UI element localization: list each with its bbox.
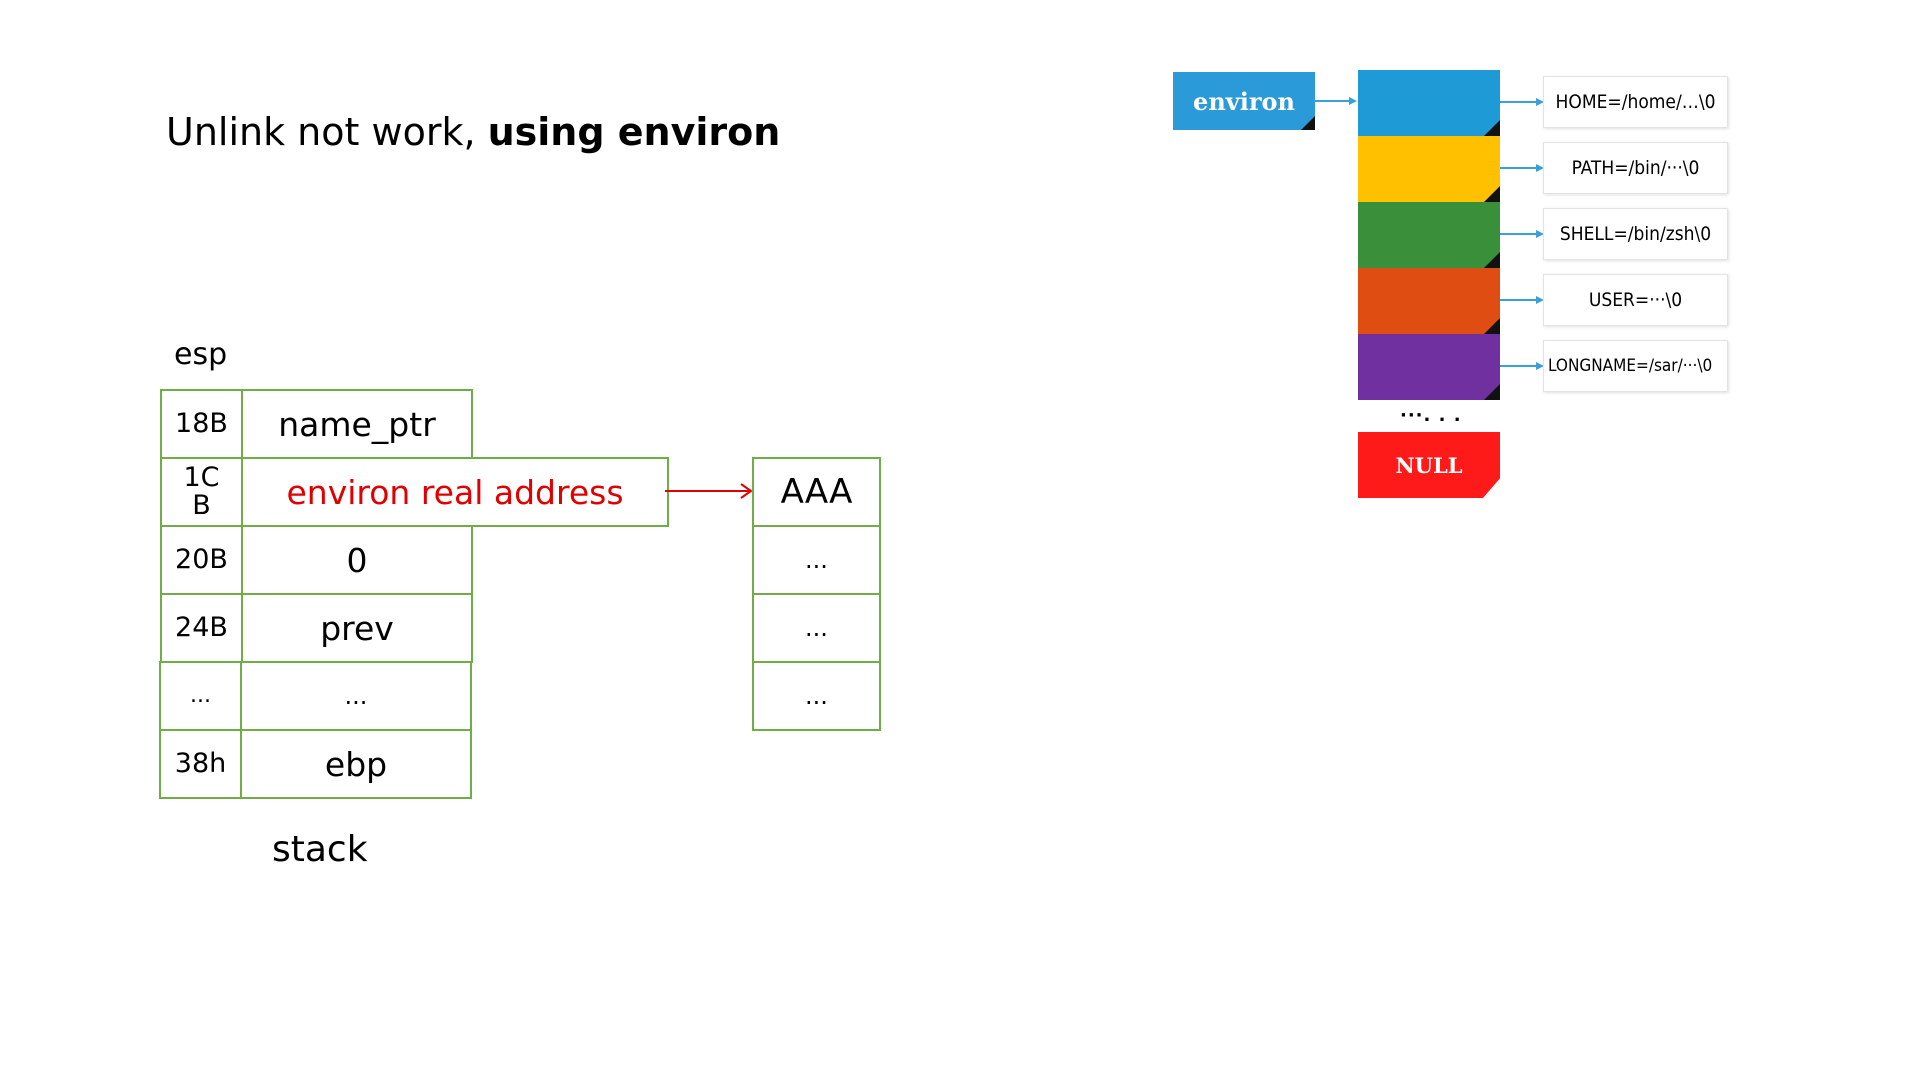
environ-slot-arrow <box>1500 230 1544 238</box>
environ-slot-arrow <box>1500 362 1544 370</box>
stack-value-cell: ebp <box>240 729 472 799</box>
stack-value-cell: ... <box>240 661 472 731</box>
environ-slot-arrow <box>1500 98 1544 106</box>
stack-offset-cell: 20B <box>160 525 243 595</box>
environ-slot-arrow <box>1500 164 1544 172</box>
stack-value-cell: name_ptr <box>241 389 473 459</box>
stack-offset-cell: ... <box>159 661 242 731</box>
env-string-box: HOME=/home/…\0 <box>1543 76 1728 128</box>
slide-title: Unlink not work, using environ <box>166 106 780 158</box>
stack-offset-cell: 24B <box>160 593 243 663</box>
pointer-arrow <box>665 483 753 499</box>
stack-offset-cell: 18B <box>160 389 243 459</box>
stack-offset-cell: 1C B <box>160 457 243 527</box>
environ-slot <box>1358 136 1500 202</box>
target-cell: ... <box>752 661 881 731</box>
environ-slot <box>1358 202 1500 268</box>
environ-null-box: NULL <box>1358 432 1500 498</box>
esp-label: esp <box>174 337 228 372</box>
environ-slot-arrow <box>1500 296 1544 304</box>
environ-slot <box>1358 268 1500 334</box>
stack-value-cell-environ: environ real address <box>241 457 669 527</box>
target-cell: ... <box>752 593 881 663</box>
environ-head-arrow <box>1313 97 1357 105</box>
env-string-box: PATH=/bin/···\0 <box>1543 142 1728 194</box>
environ-slot <box>1358 70 1500 136</box>
environ-head-box: environ <box>1173 72 1315 130</box>
stack-value-cell: 0 <box>241 525 473 595</box>
environ-ellipsis: ···. . . <box>1400 405 1462 426</box>
target-cell: AAA <box>752 457 881 527</box>
target-cell: ... <box>752 525 881 595</box>
title-bold: using environ <box>487 110 781 154</box>
env-string-box: LONGNAME=/sar/···\0 <box>1543 340 1728 392</box>
env-string-box: SHELL=/bin/zsh\0 <box>1543 208 1728 260</box>
title-regular: Unlink not work, <box>166 110 488 154</box>
environ-slot <box>1358 334 1500 400</box>
env-string-box: USER=···\0 <box>1543 274 1728 326</box>
stack-offset-cell: 38h <box>159 729 242 799</box>
stack-value-cell: prev <box>241 593 473 663</box>
stack-label: stack <box>272 829 368 870</box>
